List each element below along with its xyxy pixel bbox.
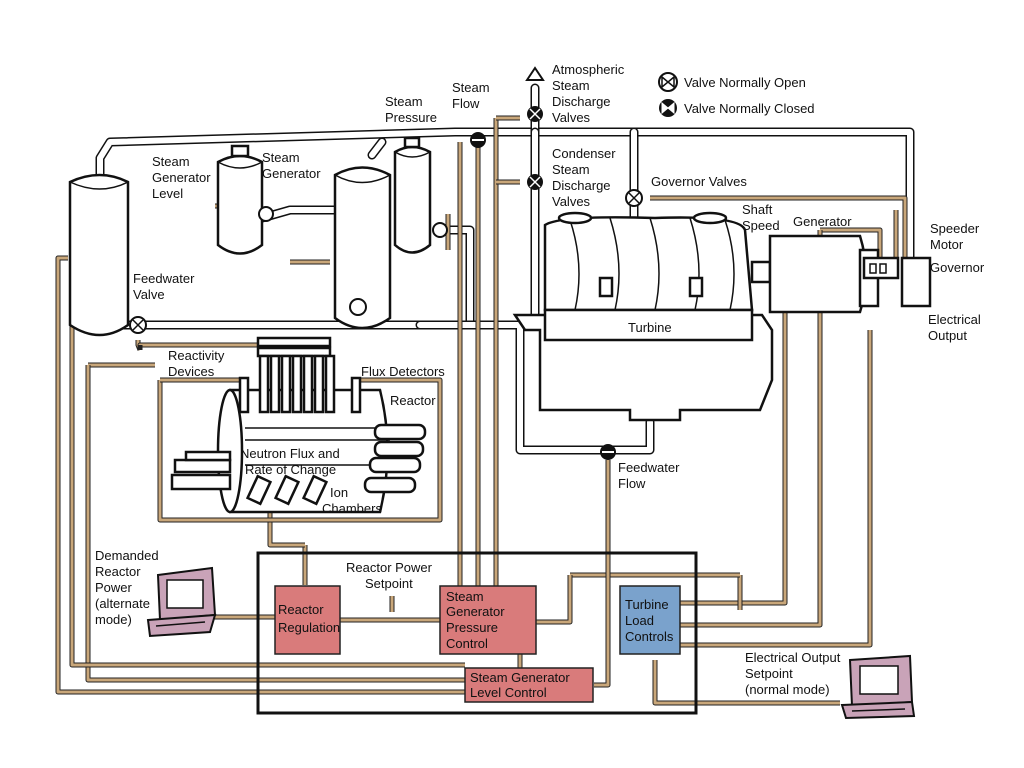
steam-generator-right-small xyxy=(393,136,432,254)
valve-sg-right xyxy=(432,222,448,238)
reactor-regulation-line-1: Reactor xyxy=(278,602,324,617)
valve-condenser xyxy=(527,174,543,190)
feedwater-flow-element xyxy=(600,444,616,460)
steam-generator-left xyxy=(68,173,130,337)
feedwater-pipes xyxy=(83,205,655,455)
legend-valve-open-icon xyxy=(658,72,678,92)
steam-generator-mid xyxy=(216,144,264,255)
sg-level-line-2: Level Control xyxy=(470,685,547,700)
control-panel-frame xyxy=(256,551,698,715)
label-governor: Governor xyxy=(930,260,985,275)
pump xyxy=(349,298,367,316)
sg-pressure-line-4: Control xyxy=(446,636,488,651)
label-turbine: Turbine xyxy=(628,320,672,335)
terminal-left xyxy=(146,566,217,638)
generator xyxy=(750,234,880,314)
reactivity-device-rods xyxy=(238,336,362,414)
valve-feedwater xyxy=(129,316,147,334)
sg-pressure-line-1: Steam xyxy=(446,589,484,604)
label-reactor: Reactor xyxy=(390,393,436,408)
sg-level-line-1: Steam Generator xyxy=(470,670,570,685)
turbine-load-line-3: Controls xyxy=(625,629,674,644)
valve-governor xyxy=(625,189,643,207)
steam-flow-element xyxy=(470,132,486,148)
valve-atmospheric xyxy=(527,106,543,122)
steam-generator-right-large xyxy=(333,166,392,330)
label-governor-valves: Governor Valves xyxy=(651,174,747,189)
terminal-right xyxy=(840,654,916,720)
label-generator: Generator xyxy=(793,214,852,229)
reactor-vessel xyxy=(170,388,427,514)
turbine xyxy=(512,211,774,422)
legend-valve-closed-label: Valve Normally Closed xyxy=(684,101,815,116)
label-flux-detectors: Flux Detectors xyxy=(361,364,445,379)
reactor-regulation-line-2: Regulation xyxy=(278,620,340,635)
signal-lines xyxy=(55,115,908,706)
speeder-motor xyxy=(862,256,900,280)
valve-sg-mid xyxy=(258,206,274,222)
turbine-load-line-1: Turbine xyxy=(625,597,669,612)
legend: Valve Normally Open Valve Normally Close… xyxy=(658,72,815,117)
turbine-load-line-2: Load xyxy=(625,613,654,628)
legend-valve-open-label: Valve Normally Open xyxy=(684,75,806,90)
sg-pressure-line-3: Pressure xyxy=(446,620,498,635)
atmospheric-vent-arrow xyxy=(525,66,545,81)
sg-pressure-line-2: Generator xyxy=(446,604,505,619)
governor-body xyxy=(900,256,932,308)
legend-valve-closed-icon xyxy=(659,99,677,117)
